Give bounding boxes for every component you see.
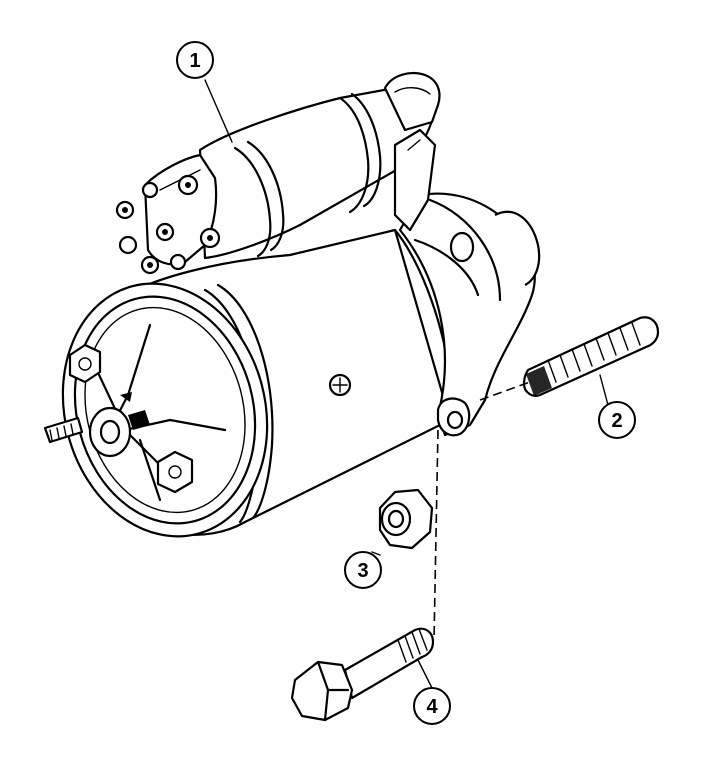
solenoid [115, 71, 441, 302]
callout-4-label: 4 [426, 696, 438, 718]
bolt-alignment-line [433, 429, 439, 641]
starter-motor [43, 71, 541, 538]
callout-3: 3 [344, 551, 382, 589]
callout-2-label: 2 [611, 410, 622, 432]
commutator-end-cap [43, 282, 269, 538]
callout-4: 4 [413, 687, 451, 725]
callout-1: 1 [176, 41, 214, 79]
leader-line-1 [204, 79, 233, 143]
callout-1-label: 1 [189, 50, 200, 72]
callout-3-label: 3 [357, 560, 368, 582]
nut [378, 488, 434, 550]
leader-line-2 [599, 374, 609, 406]
bolt [290, 627, 435, 722]
stud-alignment-line [479, 381, 531, 401]
callout-2: 2 [598, 401, 636, 439]
leader-line-3 [371, 551, 381, 556]
mounting-stud [522, 316, 660, 397]
leader-line-4 [417, 659, 433, 689]
drive-end-flange [393, 128, 541, 437]
